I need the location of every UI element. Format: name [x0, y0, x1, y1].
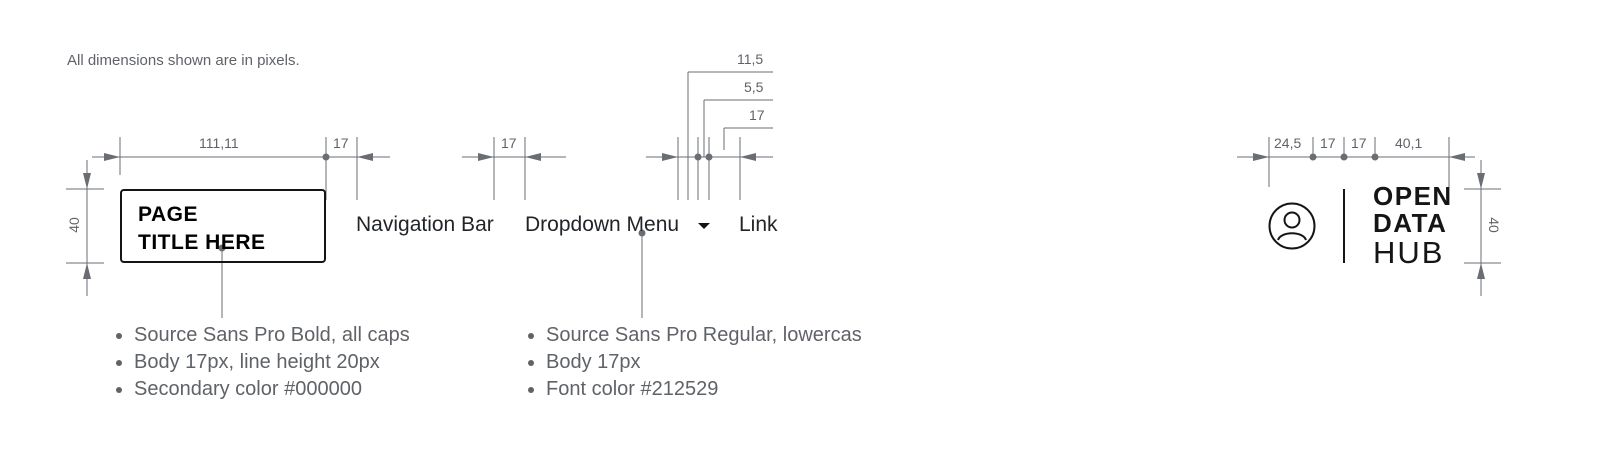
- notes-left: Source Sans Pro Bold, all caps Body 17px…: [116, 322, 410, 403]
- list-item: Body 17px: [546, 349, 862, 376]
- notes-right: Source Sans Pro Regular, lowercas Body 1…: [528, 322, 862, 403]
- dim-right-40-1: 40,1: [1395, 135, 1423, 151]
- dim-dd-17: 17: [749, 107, 765, 123]
- list-item: Font color #212529: [546, 376, 862, 403]
- dim-gap-1: 17: [333, 135, 349, 151]
- nav-item-link[interactable]: Link: [739, 213, 778, 236]
- dim-right-17a: 17: [1320, 135, 1336, 151]
- nav-item-navigation-bar[interactable]: Navigation Bar: [356, 213, 494, 236]
- list-item: Body 17px, line height 20px: [134, 349, 410, 376]
- page-title-line2: TITLE HERE: [138, 231, 266, 254]
- dim-dd-5-5: 5,5: [744, 79, 764, 95]
- caret-down-icon[interactable]: [698, 223, 710, 229]
- dim-right-17b: 17: [1351, 135, 1367, 151]
- dim-height-left: 40: [65, 217, 82, 233]
- dim-dd-11-5: 11,5: [737, 51, 764, 67]
- dim-title-width: 111,11: [199, 135, 239, 151]
- user-circle-icon[interactable]: [1268, 202, 1316, 255]
- dim-right-24-5: 24,5: [1274, 135, 1302, 151]
- brand-line2: DATA: [1373, 208, 1448, 238]
- nav-item-dropdown-menu[interactable]: Dropdown Menu: [525, 213, 680, 236]
- page-title-box: PAGE TITLE HERE: [120, 189, 326, 263]
- brand-line3: HUB: [1373, 235, 1445, 270]
- list-item: Secondary color #000000: [134, 376, 410, 403]
- brand-divider: [1343, 189, 1345, 263]
- page-title-line1: PAGE: [138, 203, 198, 226]
- dim-gap-2: 17: [501, 135, 517, 151]
- list-item: Source Sans Pro Regular, lowercas: [546, 322, 862, 349]
- list-item: Source Sans Pro Bold, all caps: [134, 322, 410, 349]
- dim-height-right: 40: [1485, 217, 1502, 233]
- open-data-hub-logo[interactable]: OPEN DATA HUB: [1373, 183, 1453, 269]
- brand-line1: OPEN: [1373, 181, 1453, 211]
- dimensions-note: All dimensions shown are in pixels.: [67, 52, 300, 69]
